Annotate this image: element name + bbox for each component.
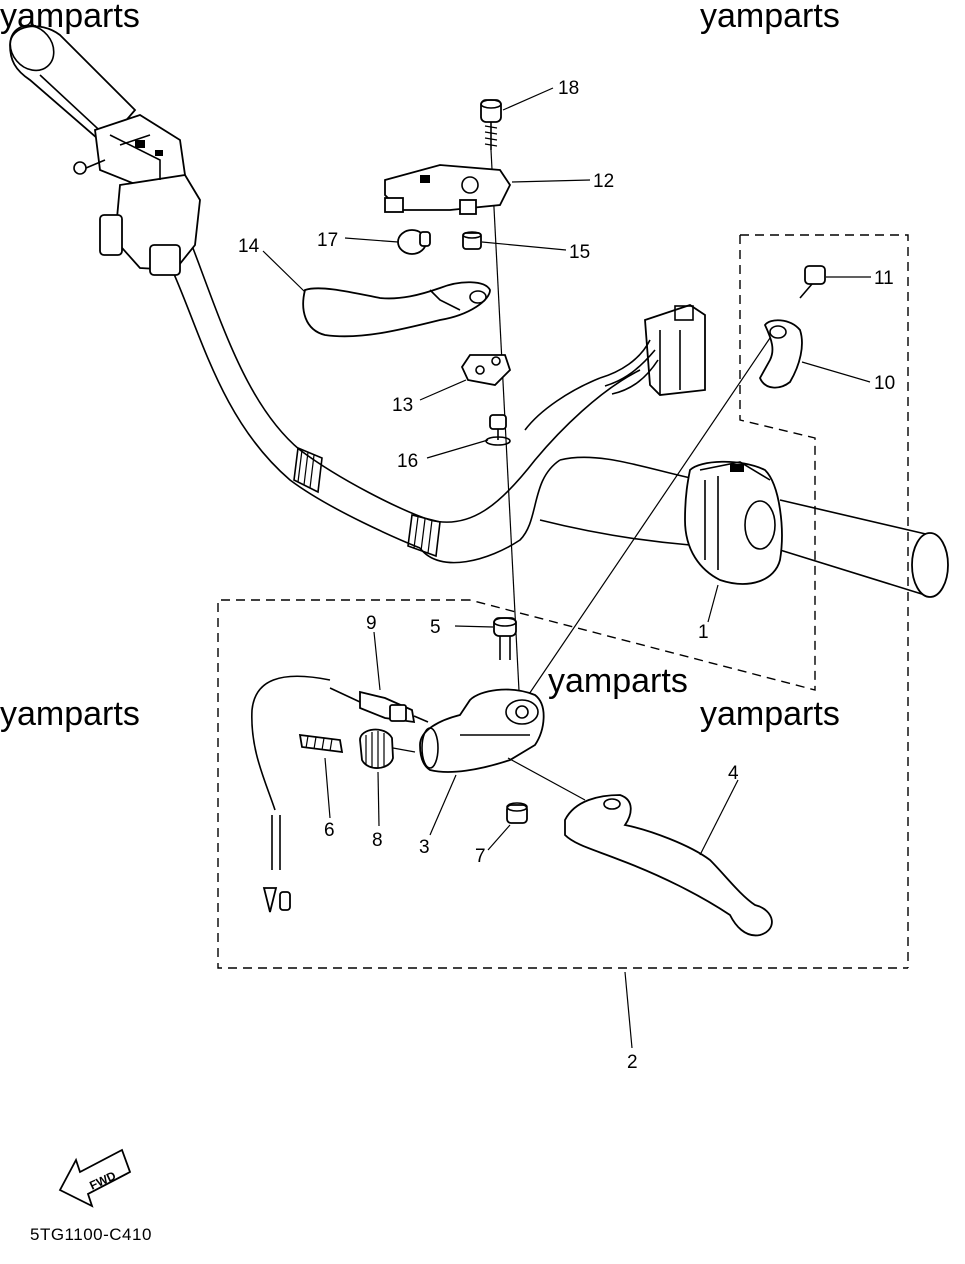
watermark-top-left: yamparts: [0, 0, 140, 35]
bolt-18: [480, 99, 502, 150]
watermark-center: yamparts: [548, 662, 688, 700]
figure-code: 5TG1100-C410: [30, 1225, 152, 1244]
bolt-5: [493, 617, 517, 660]
watermark-mid-right: yamparts: [700, 695, 840, 733]
label-11: 11: [874, 268, 894, 289]
label-4: 4: [728, 763, 739, 784]
dashed-group-bottom: [217, 599, 908, 969]
label-14: 14: [238, 236, 260, 257]
clamp-guide-line: [522, 337, 771, 704]
plate-13: [460, 354, 512, 386]
nut-15: [462, 231, 482, 250]
label-3: 3: [419, 837, 430, 858]
part-labels: 18 12 17 15 14 11 10 13 16 1 5 9 6 8 3 7…: [238, 78, 895, 1073]
label-7: 7: [475, 846, 486, 867]
watermarks: yamparts yamparts yamparts yamparts yamp…: [0, 0, 840, 733]
clutch-lever-4: [507, 757, 773, 937]
clamp-10: [759, 319, 803, 389]
lever-holder-3: [419, 688, 545, 773]
switch-connector: [524, 304, 706, 431]
handlebar: [169, 214, 701, 564]
label-17: 17: [317, 230, 338, 251]
leader-lines: [262, 87, 871, 1049]
label-1: 1: [698, 622, 709, 643]
right-grip: [779, 499, 949, 598]
switch-bracket-12: [384, 164, 512, 215]
left-grip: [9, 24, 137, 147]
knob-17: [397, 229, 431, 255]
clutch-cable-9: [251, 675, 429, 913]
label-13: 13: [392, 395, 413, 416]
screw-16: [485, 414, 511, 446]
watermark-top-right: yamparts: [700, 0, 840, 35]
fwd-arrow-icon: FWD: [58, 1148, 132, 1208]
handlebar-switch-1: [684, 460, 783, 585]
adjuster-bolt-6: [298, 733, 344, 754]
label-15: 15: [569, 242, 590, 263]
grip-band-left: [293, 446, 323, 494]
screw-11: [799, 265, 826, 299]
label-18: 18: [558, 78, 579, 99]
collar-7: [506, 802, 528, 824]
label-6: 6: [324, 820, 335, 841]
label-2: 2: [627, 1052, 638, 1073]
dashed-group-right: [469, 234, 909, 968]
hot-start-lever-14: [302, 281, 491, 338]
label-8: 8: [372, 830, 383, 851]
label-12: 12: [593, 171, 614, 192]
label-16: 16: [397, 451, 418, 472]
adjuster-nut-8: [359, 728, 416, 769]
label-9: 9: [366, 613, 377, 634]
label-5: 5: [430, 617, 441, 638]
master-cylinder: [73, 114, 201, 276]
grip-band-center: [407, 514, 441, 558]
watermark-mid-left: yamparts: [0, 695, 140, 733]
label-10: 10: [874, 373, 895, 394]
